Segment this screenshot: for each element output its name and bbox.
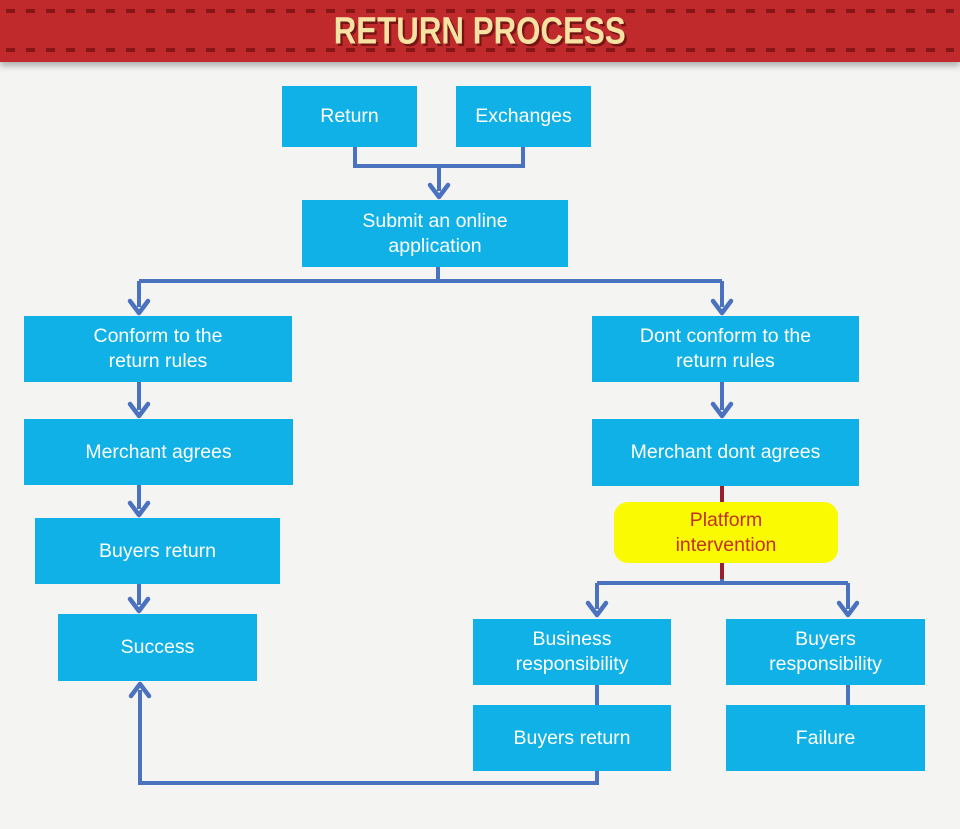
page-title: RETURN PROCESS xyxy=(334,9,626,52)
header-banner: RETURN PROCESS xyxy=(0,0,960,62)
arrowhead-down-icon xyxy=(127,401,151,419)
connector xyxy=(139,267,722,283)
arrowhead-down-icon xyxy=(710,401,734,419)
connector xyxy=(353,147,525,168)
node-return: Return xyxy=(282,86,417,147)
arrowhead-down-icon xyxy=(427,182,451,200)
connector xyxy=(597,579,848,585)
arrowhead-down-icon xyxy=(127,298,151,316)
node-buyers-responsibility: Buyers responsibility xyxy=(726,619,925,685)
node-merchant-dont-agrees: Merchant dont agrees xyxy=(592,419,859,486)
arrowhead-down-icon xyxy=(127,500,151,518)
arrowhead-down-icon xyxy=(127,596,151,614)
node-exchanges: Exchanges xyxy=(456,86,591,147)
node-dont-conform-rules: Dont conform to the return rules xyxy=(592,316,859,382)
node-platform-intervention: Platform intervention xyxy=(614,502,838,563)
node-business-responsibility: Business responsibility xyxy=(473,619,671,685)
node-conform-rules: Conform to the return rules xyxy=(24,316,292,382)
node-failure: Failure xyxy=(726,705,925,771)
node-buyers-return-right: Buyers return xyxy=(473,705,671,771)
connector xyxy=(138,690,599,785)
arrowhead-up-icon xyxy=(128,681,152,699)
banner-dashed-line-top xyxy=(6,9,954,13)
arrowhead-down-icon xyxy=(585,600,609,618)
node-buyers-return-left: Buyers return xyxy=(35,518,280,584)
node-merchant-agrees: Merchant agrees xyxy=(24,419,293,485)
arrowhead-down-icon xyxy=(710,298,734,316)
node-success: Success xyxy=(58,614,257,681)
arrowhead-down-icon xyxy=(836,600,860,618)
banner-dashed-line-bottom xyxy=(6,48,954,52)
node-submit-application: Submit an online application xyxy=(302,200,568,267)
